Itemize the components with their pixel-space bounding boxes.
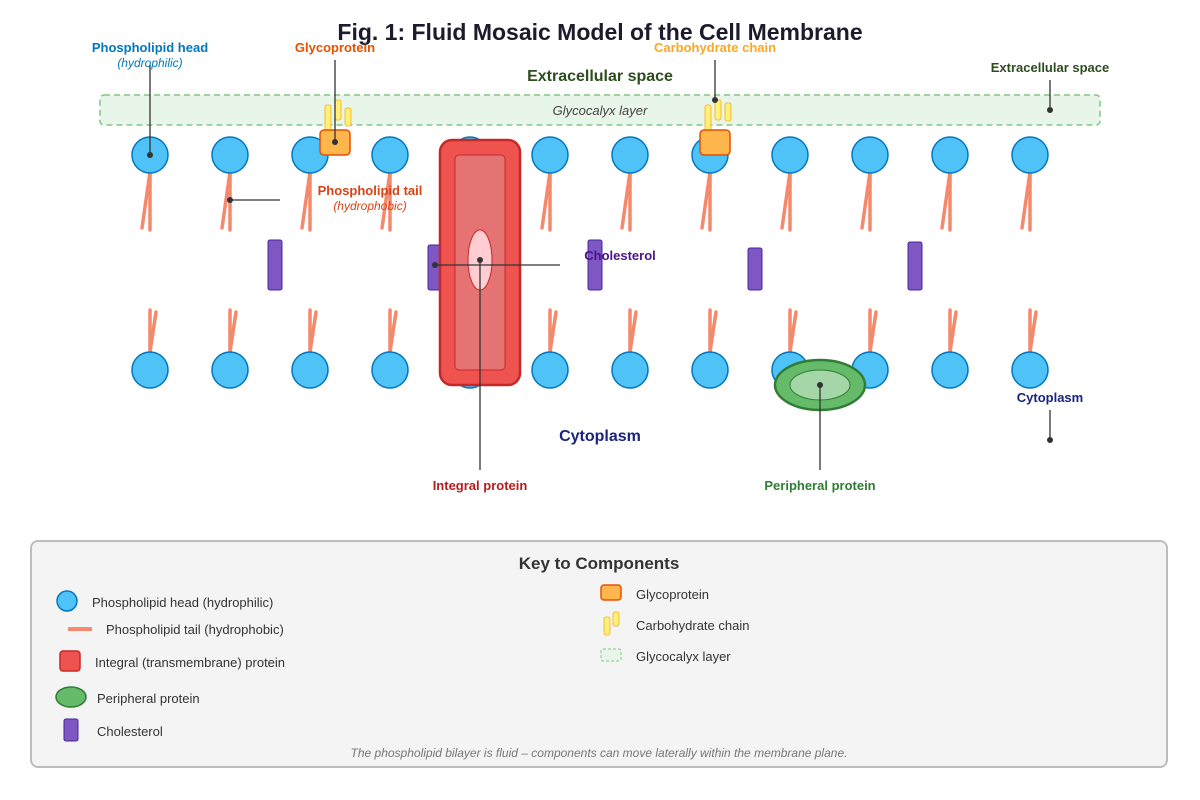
legend-item-glycocalyx-layer: Glycocalyx layer [600, 648, 731, 665]
phospholipid-head [611, 136, 649, 174]
legend-label: Phospholipid head (hydrophilic) [92, 595, 274, 610]
phospholipid-head [1011, 351, 1049, 389]
phospholipid-head [211, 351, 249, 389]
glycocalyx-layer-icon [600, 648, 622, 665]
cholesterol-molecule [907, 241, 923, 291]
phospholipid-head-label: Phospholipid head [92, 40, 208, 55]
glycoprotein-icon [600, 584, 622, 605]
carbohydrate-chain-label: Carbohydrate chain [654, 40, 776, 55]
phospholipid-tail [628, 310, 638, 354]
legend-panel: Key to Components Phospholipid head (hyd… [30, 540, 1168, 768]
carbohydrate-chain [714, 99, 722, 121]
carbohydrate-chain [324, 104, 332, 132]
cholesterol-molecule [267, 239, 283, 291]
phospholipid-tail [228, 310, 238, 354]
carbohydrate-chain [344, 107, 352, 127]
carbohydrate-chain [724, 102, 732, 122]
figure-title: Fig. 1: Fluid Mosaic Model of the Cell M… [337, 19, 862, 45]
carbohydrate-dot [712, 97, 718, 103]
phospholipid-head [291, 351, 329, 389]
legend-item-peripheral-protein: Peripheral protein [54, 686, 200, 711]
carbohydrate-chain [334, 99, 342, 121]
legend-title: Key to Components [518, 554, 680, 573]
glycoprotein-dot [332, 139, 338, 145]
extracellular-space-label-right: Extracellular space [991, 60, 1110, 75]
phospholipid-tail-label: Phospholipid tail [318, 183, 423, 198]
carbohydrate-chain-icon [602, 611, 620, 640]
phospholipid-head [1011, 136, 1049, 174]
glycocalyx-label: Glycocalyx layer [553, 103, 648, 118]
glycoprotein-body [699, 129, 731, 156]
peripheral-protein-label: Peripheral protein [764, 478, 875, 493]
legend-label: Integral (transmembrane) protein [95, 655, 286, 670]
phospholipid-head [371, 351, 409, 389]
integral-protein-label: Integral protein [433, 478, 528, 493]
carbohydrate-chain [704, 104, 712, 132]
phospholipid-head [131, 351, 169, 389]
phospholipid-head [371, 136, 409, 174]
phospholipid-head [531, 136, 569, 174]
phospholipid-tail [788, 310, 798, 354]
cholesterol-molecule [587, 239, 603, 291]
cytoplasm-label-right: Cytoplasm [1017, 390, 1083, 405]
phospholipid-tail [868, 310, 878, 354]
integral-protein-icon [59, 650, 81, 675]
cholesterol-dot [432, 262, 438, 268]
legend-label: Glycoprotein [636, 587, 709, 602]
phospholipid-tail [708, 310, 718, 354]
legend-note: The phospholipid bilayer is fluid – comp… [350, 746, 848, 760]
phospholipid-head-icon [56, 590, 78, 615]
legend-item-glycoprotein: Glycoprotein [600, 584, 709, 605]
phospholipid-tail [388, 310, 398, 354]
cytoplasm-dot [1047, 437, 1053, 443]
callout-lines [147, 60, 1053, 470]
phospholipid-head [931, 351, 969, 389]
cholesterol-icon [63, 718, 79, 745]
phospholipid-head-sublabel: (hydrophilic) [117, 56, 182, 70]
legend-item-phospholipid-head: Phospholipid head (hydrophilic) [56, 590, 273, 615]
cholesterol-label: Cholesterol [584, 248, 656, 263]
legend-label: Phospholipid tail (hydrophobic) [106, 622, 284, 637]
peripheral-protein-icon [54, 686, 88, 711]
phospholipid-head [611, 351, 649, 389]
cholesterol-molecule [747, 247, 763, 291]
extracellular-pointer-dot [1047, 107, 1053, 113]
phospholipid-head [771, 136, 809, 174]
phospholipid-tail [948, 310, 958, 354]
phospholipid-head [211, 136, 249, 174]
legend-item-carbohydrate-chain: Carbohydrate chain [602, 611, 749, 640]
phospholipid-tail-dot [227, 197, 233, 203]
phospholipid-head [851, 136, 889, 174]
glycoprotein-label: Glycoprotein [295, 40, 375, 55]
peripheral-protein-dot [817, 382, 823, 388]
phospholipid-head [531, 351, 569, 389]
phospholipid-tail [308, 310, 318, 354]
integral-protein-dot [477, 257, 483, 263]
cytoplasm-label: Cytoplasm [559, 428, 641, 445]
phospholipid-tail [148, 310, 158, 354]
legend-label: Cholesterol [97, 724, 163, 739]
phospholipid-head [931, 136, 969, 174]
legend-label: Peripheral protein [97, 691, 200, 706]
phospholipid-tail-sublabel: (hydrophobic) [333, 199, 406, 213]
legend-item-phospholipid-tail: Phospholipid tail (hydrophobic) [67, 622, 284, 637]
phospholipid-tail [1028, 310, 1038, 354]
legend-item-integral-protein: Integral (transmembrane) protein [59, 650, 285, 675]
glycoprotein-right [699, 99, 732, 156]
legend-label: Glycocalyx layer [636, 649, 731, 664]
extracellular-space-label: Extracellular space [527, 68, 673, 85]
legend-item-cholesterol: Cholesterol [63, 718, 163, 745]
legend-label: Carbohydrate chain [636, 618, 750, 633]
phospholipid-head-dot [147, 152, 153, 158]
phospholipid-head [691, 351, 729, 389]
phospholipid-tail [548, 310, 558, 354]
phospholipid-tail-icon [67, 622, 93, 637]
